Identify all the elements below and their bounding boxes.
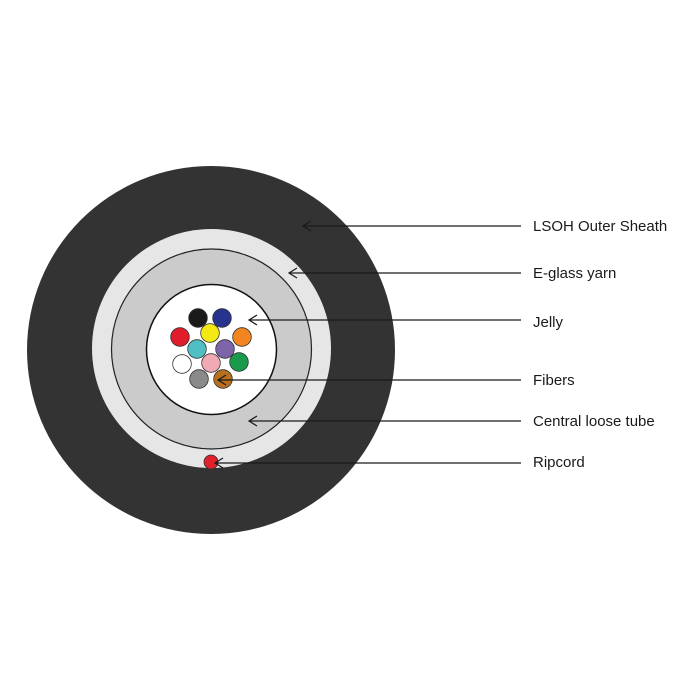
callout-eglass-yarn: E-glass yarn — [287, 265, 616, 282]
callout-outer-sheath: LSOH Outer Sheath — [301, 218, 667, 235]
fiber-bundle — [170, 308, 252, 389]
fiber — [170, 327, 190, 347]
callout-fibers: Fibers — [216, 372, 575, 389]
jelly-core — [145, 283, 278, 416]
label-eglass-yarn: E-glass yarn — [533, 265, 616, 282]
label-loose-tube: Central loose tube — [533, 413, 655, 430]
fiber — [172, 354, 192, 374]
callout-loose-tube: Central loose tube — [247, 413, 655, 430]
fiber — [229, 352, 249, 372]
fiber — [212, 308, 232, 328]
ripcord — [203, 454, 219, 470]
fiber — [200, 323, 220, 343]
label-outer-sheath: LSOH Outer Sheath — [533, 218, 667, 235]
label-ripcord: Ripcord — [533, 454, 585, 471]
callout-ripcord: Ripcord — [213, 454, 585, 471]
fiber — [201, 353, 221, 373]
fiber — [188, 308, 208, 328]
fiber — [187, 339, 207, 359]
fiber — [232, 327, 252, 347]
callout-jelly: Jelly — [247, 314, 564, 331]
fiber — [213, 369, 233, 389]
fiber — [189, 369, 209, 389]
fiber — [215, 339, 235, 359]
label-jelly: Jelly — [533, 314, 564, 331]
label-fibers: Fibers — [533, 372, 575, 389]
